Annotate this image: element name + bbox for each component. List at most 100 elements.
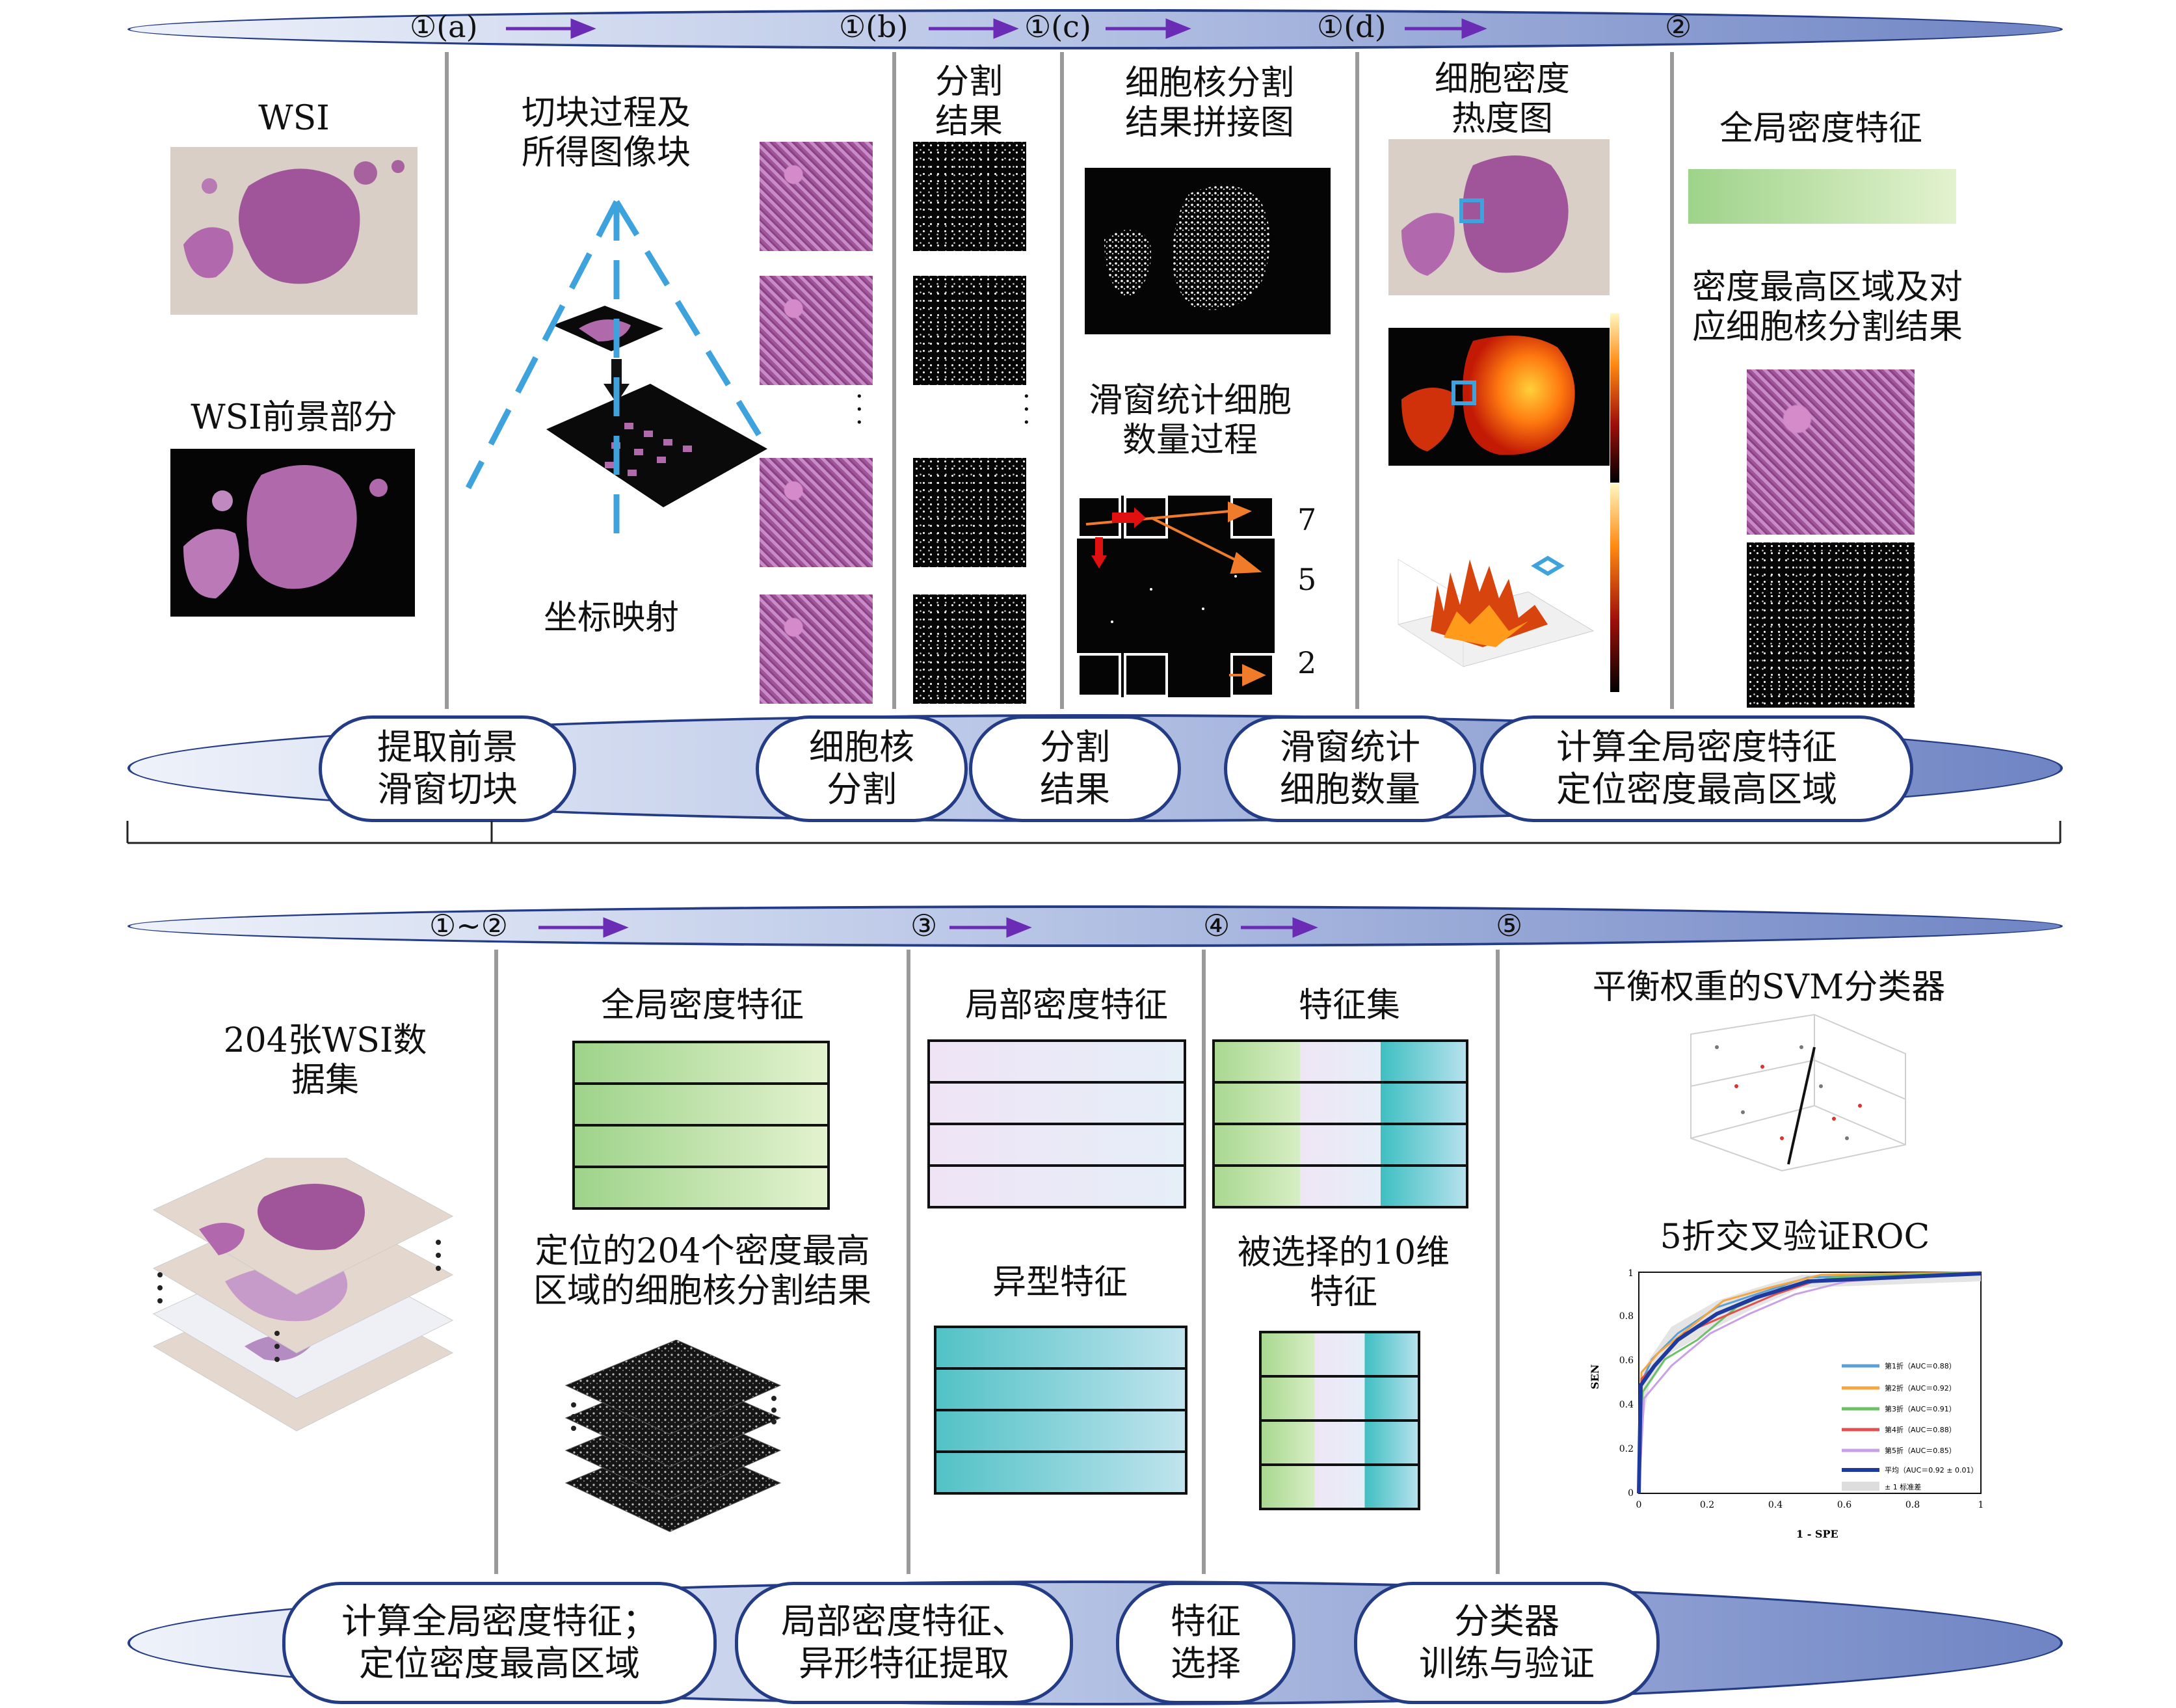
stage-nucleus-seg: 细胞核 分割 [756,715,968,822]
tiling-pyramid [466,200,770,553]
bottom-sep-2 [907,950,910,1574]
arrow-c-head [1165,18,1191,39]
bottom-step-1-2: ①~② [429,908,509,943]
roc-ytick-1: 0.2 [1619,1444,1634,1454]
max-region-seg-tile [1747,542,1915,708]
roc-xtick-2: 0.4 [1768,1500,1783,1510]
local-feat-row-3 [927,1123,1186,1167]
stage-local-atypia: 局部密度特征、 异形特征提取 [735,1582,1073,1704]
legend-label-mean: 平均（AUC＝0.92 ± 0.01） [1885,1466,1978,1474]
roc-plot-area [1638,1272,1982,1494]
bottom-step-band [127,905,2063,947]
legend-label-5: 第5折（AUC＝0.85） [1885,1446,1956,1455]
highlight-box [1459,198,1484,223]
stitch-label: 细胞核分割 结果拼接图 [1124,64,1294,143]
top-sep-4 [1355,52,1359,709]
stage-sliding-count: 滑窗统计 细胞数量 [1224,715,1476,822]
located-regions-label: 定位的204个密度最高 区域的细胞核分割结果 [533,1232,871,1311]
stage-global-locate: 计算全局密度特征； 定位密度最高区域 [282,1582,717,1704]
feat-set-row-1 [1212,1039,1468,1084]
local-feat-label: 局部密度特征 [964,986,1168,1025]
bottom-step-4: ④ [1203,908,1230,943]
max-region-label: 密度最高区域及对 应细胞核分割结果 [1692,268,1963,347]
atypia-row-4 [934,1450,1188,1495]
selected-feat-row-2 [1259,1375,1420,1422]
he-tile-2 [760,276,873,385]
count-7: 7 [1297,502,1317,537]
feat-set-row-3 [1212,1123,1468,1167]
top-sep-5 [1670,52,1674,709]
density-3d-surface [1397,555,1595,667]
seg-tile-2 [913,276,1026,385]
top-step-2: ② [1665,9,1692,44]
bottom-sep-1 [494,950,498,1574]
window-bl-1 [1077,653,1121,697]
count-5: 5 [1297,562,1317,597]
slide-plane [546,384,767,507]
feat-set-row-4 [1212,1164,1468,1208]
atypia-row-3 [934,1409,1188,1453]
density-map-label: 细胞密度 热度图 [1434,60,1570,139]
dataset-label: 204张WSI数 据集 [223,1021,427,1101]
bottom-sep-3 [1202,950,1206,1574]
roc-ytick-0: 0 [1628,1488,1634,1499]
roc-fold-5 [1638,1271,1982,1494]
coord-map-label: 坐标映射 [543,598,679,637]
located-seg-stack [564,1340,782,1532]
roc-xtick-3: 0.6 [1837,1500,1851,1510]
stage-classifier: 分类器 训练与验证 [1354,1582,1660,1704]
sliding-window-diagram [1077,496,1275,697]
he-tile-3 [760,458,873,567]
he-tile-1 [760,142,873,251]
global-feat-row-1 [572,1041,830,1085]
arrow-a-head [570,18,596,39]
seg-result-label: 分割 结果 [935,62,1003,142]
arrow-b-head [993,18,1019,39]
bottom-global-feat-label: 全局密度特征 [600,986,804,1025]
top-step-arrows [506,18,1487,39]
roc-ylabel: SEN [1589,1365,1601,1389]
roc-ytick-5: 1 [1628,1268,1634,1279]
heatmap-colorbar-2 [1610,484,1619,692]
wsi-foreground-image [170,449,415,617]
legend-label-1: 第1折（AUC＝0.88） [1885,1361,1956,1370]
stage-global-density: 计算全局密度特征 定位密度最高区域 [1480,715,1913,822]
window-bl-2 [1124,653,1168,697]
legend-swatch-std [1842,1482,1879,1491]
roc-mean [1637,1272,1982,1494]
arrow-d-head [1461,18,1487,39]
max-region-he-tile [1747,369,1915,535]
roc-ytick-4: 0.8 [1619,1311,1634,1322]
roc-xtick-5: 1 [1978,1500,1984,1510]
roc-fold-4 [1638,1271,1982,1494]
legend-label-3: 第3折（AUC＝0.91） [1885,1404,1956,1413]
seg-tile-4 [913,594,1026,704]
sliding-label: 滑窗统计细胞 数量过程 [1088,381,1292,460]
roc-ytick-2: 0.4 [1619,1400,1634,1410]
atypia-row-2 [934,1367,1188,1411]
bottom-sep-4 [1496,950,1500,1574]
stage-feature-select: 特征 选择 [1116,1582,1295,1704]
heatmap-colorbar-1 [1610,314,1619,483]
global-feat-label: 全局密度特征 [1719,109,1922,148]
roc-chart: SEN 1 - SPE 0 0.2 0.4 0.6 0.8 1 0 0.2 0.… [1589,1268,1984,1540]
dataset-stack [152,1158,454,1432]
top-sep-1 [445,52,449,709]
roc-xlabel: 1 - SPE [1796,1528,1838,1540]
top-step-a: ①(a) [410,9,478,44]
roc-ytick-3: 0.6 [1619,1355,1634,1366]
seg-tile-1 [913,142,1026,251]
tiling-label: 切块过程及 所得图像块 [521,94,691,173]
roc-legend: 第1折（AUC＝0.88） 第2折（AUC＝0.92） 第3折（AUC＝0.91… [1842,1361,1978,1491]
selected-feat-label: 被选择的10维 特征 [1237,1233,1450,1313]
bottom-step-5: ⑤ [1496,908,1523,943]
roc-xtick-1: 0.2 [1700,1500,1714,1510]
atypia-row-1 [934,1326,1188,1370]
selected-feat-row-1 [1259,1331,1420,1378]
global-feat-bar [1688,169,1956,224]
top-step-c: ①(c) [1024,9,1091,44]
legend-label-2: 第2折（AUC＝0.92） [1885,1383,1956,1393]
count-2: 2 [1297,645,1317,680]
top-step-b: ①(b) [839,9,909,44]
feat-set-row-2 [1212,1081,1468,1125]
